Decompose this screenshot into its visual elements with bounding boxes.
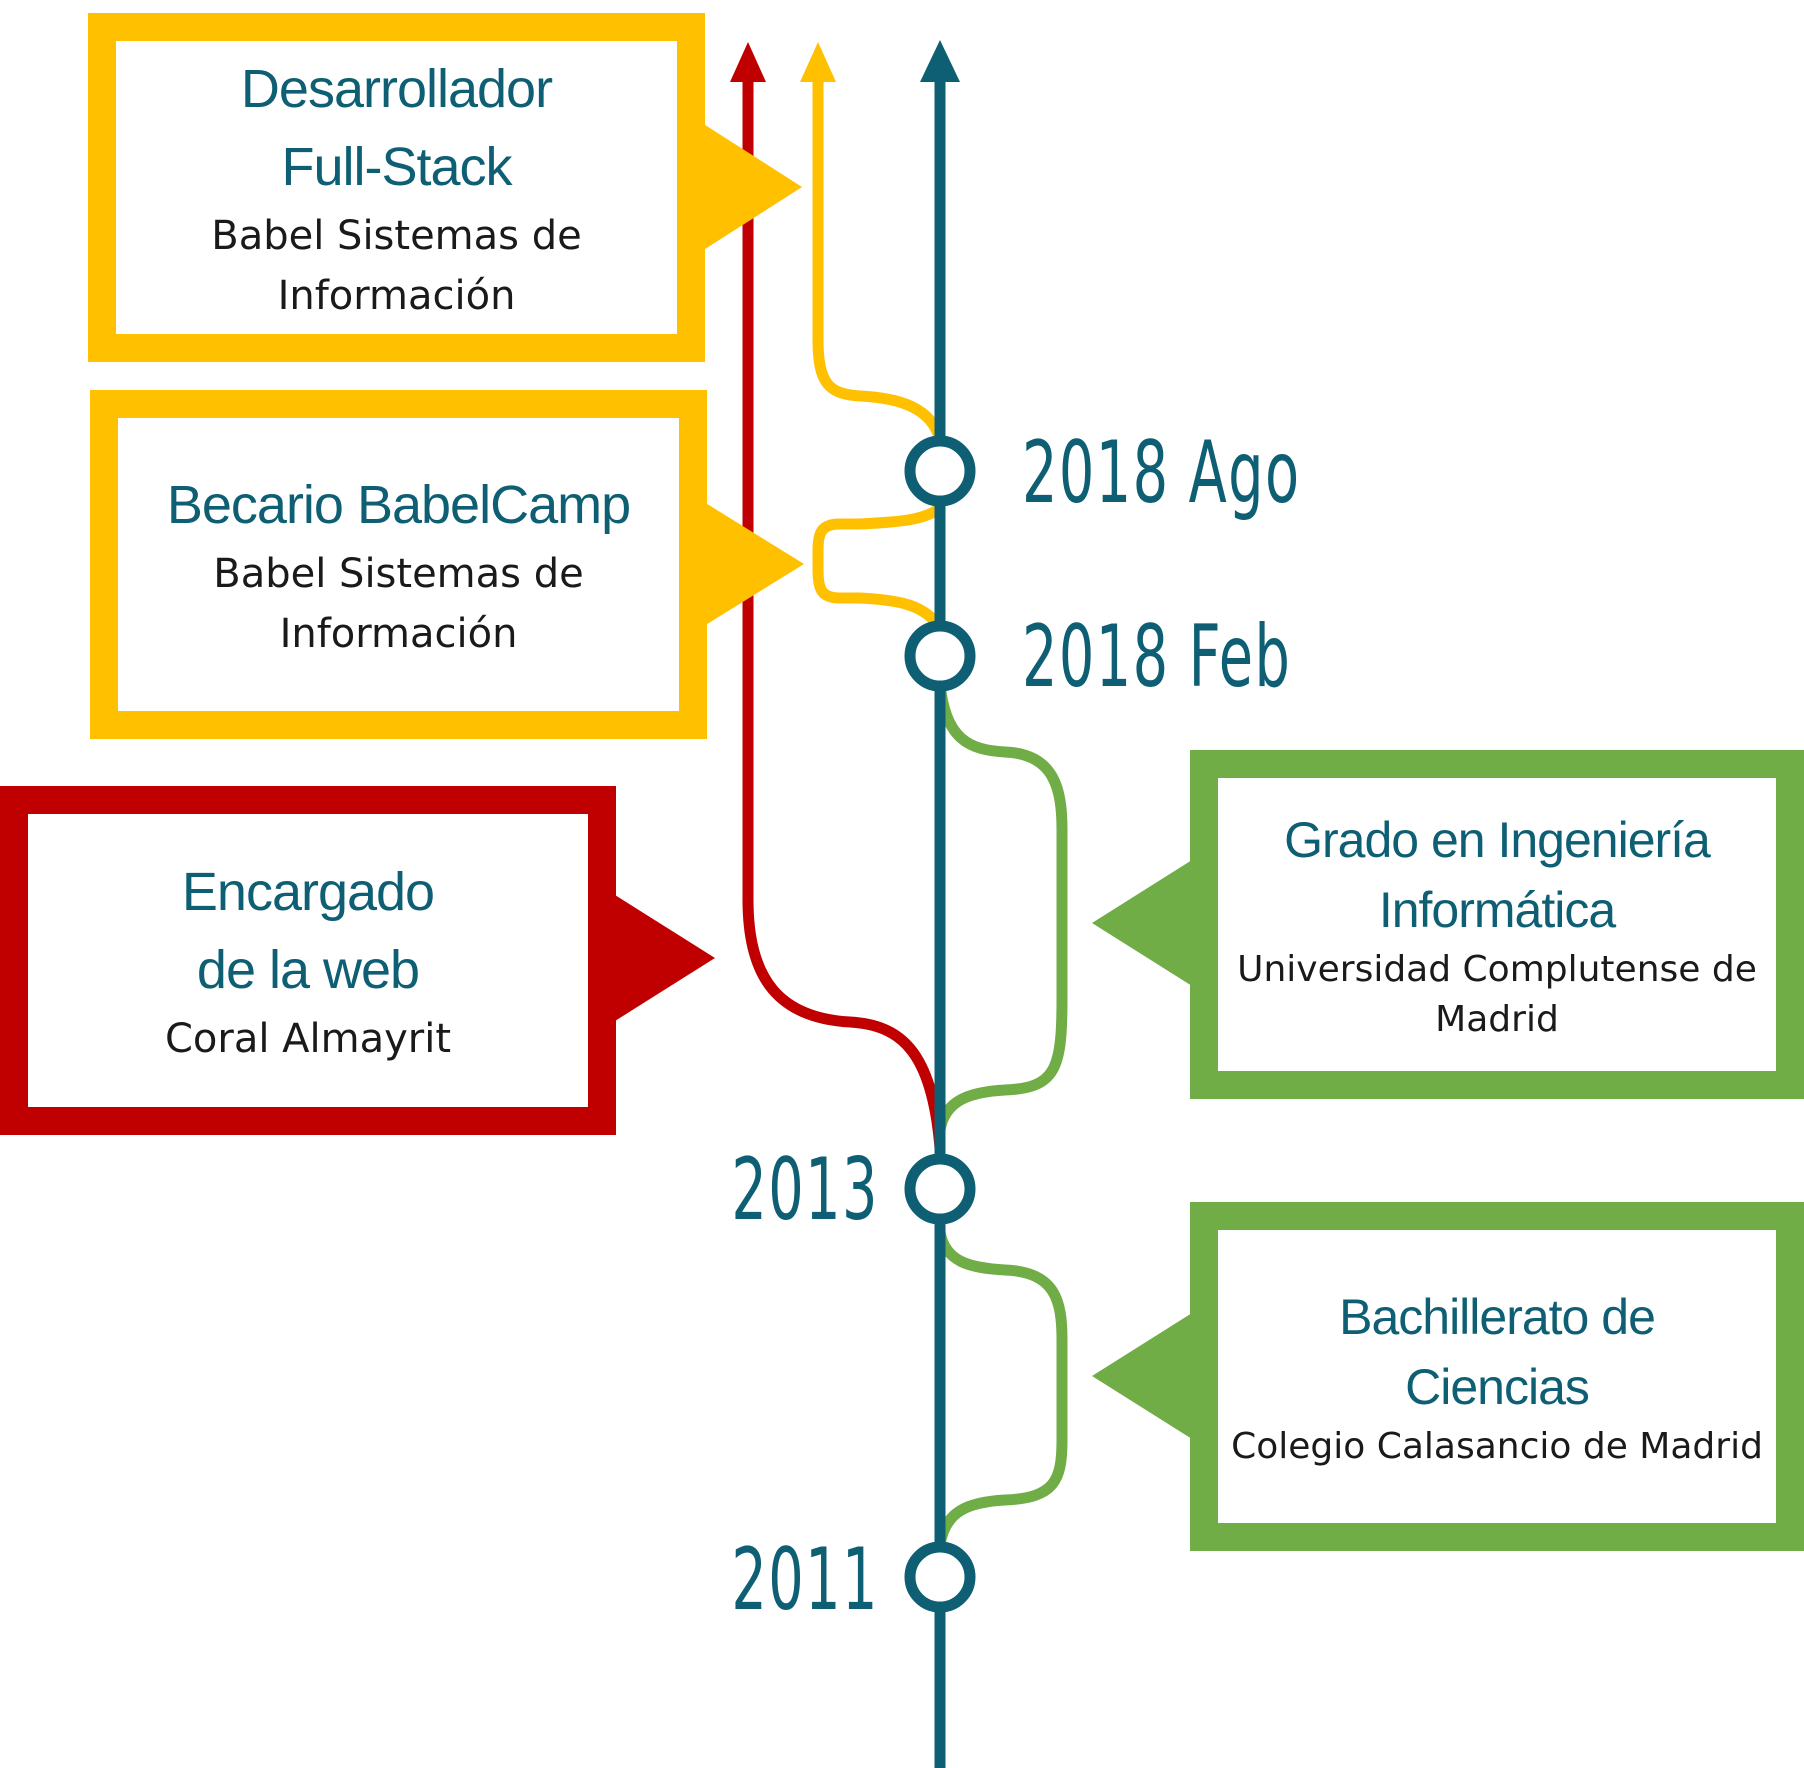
card-fullstack-title-1: Desarrollador [240,58,553,119]
pointer-web [615,895,715,1021]
pointer-fullstack [702,123,802,251]
card-becario-sub-1: Babel Sistemas de [213,550,584,597]
card-grado-sub-1: Universidad Complutense de [1237,948,1757,990]
card-bachillerato-title-2: Ciencias [1405,1358,1590,1415]
milestone-label-2011: 2011 [731,1530,879,1630]
milestone-node-2018-ago [904,435,976,507]
card-becario-title: Becario BabelCamp [166,474,631,535]
arrow-head-red [730,42,766,82]
milestone-label-2013: 2013 [731,1140,879,1240]
branch-web [742,82,946,1149]
card-fullstack-title-2: Full-Stack [281,136,512,197]
pointer-bachillerato [1092,1313,1192,1439]
card-becario: Becario BabelCamp Babel Sistemas de Info… [90,390,707,739]
milestone-node-2018-feb [904,620,976,692]
card-web-sub: Coral Almayrit [164,1015,452,1062]
card-becario-sub-2: Información [279,610,518,657]
card-fullstack: Desarrollador Full-Stack Babel Sistemas … [88,13,705,362]
pointer-becario [704,502,804,626]
card-web-title-2: de la web [196,939,420,1000]
milestone-label-2018-ago: 2018 Ago [1022,423,1301,523]
branch-becario [812,503,945,632]
milestone-label-2018-feb: 2018 Feb [1022,607,1292,707]
arrow-head-axis [920,40,960,82]
milestone-node-2013 [904,1153,976,1225]
branch-fullstack [812,82,946,442]
card-fullstack-sub-1: Babel Sistemas de [211,212,582,259]
milestone-node-2011 [904,1541,976,1613]
card-grado-title-2: Informática [1378,881,1616,938]
card-grado-title-1: Grado en Ingeniería [1284,811,1711,868]
card-fullstack-sub-2: Información [277,272,516,319]
card-bachillerato-title-1: Bachillerato de [1339,1288,1656,1345]
card-bachillerato-sub: Colegio Calasancio de Madrid [1231,1425,1763,1467]
card-grado-sub-2: Madrid [1435,998,1559,1040]
card-grado: Grado en Ingeniería Informática Universi… [1190,750,1804,1099]
arrow-head-yellow [800,42,836,82]
card-bachillerato: Bachillerato de Ciencias Colegio Calasan… [1190,1202,1804,1551]
branch-bachillerato [934,1226,1068,1551]
card-web-title-1: Encargado [181,861,435,922]
pointer-grado [1092,860,1192,986]
branch-grado [934,677,1068,1136]
card-web: Encargado de la web Coral Almayrit [0,786,616,1135]
